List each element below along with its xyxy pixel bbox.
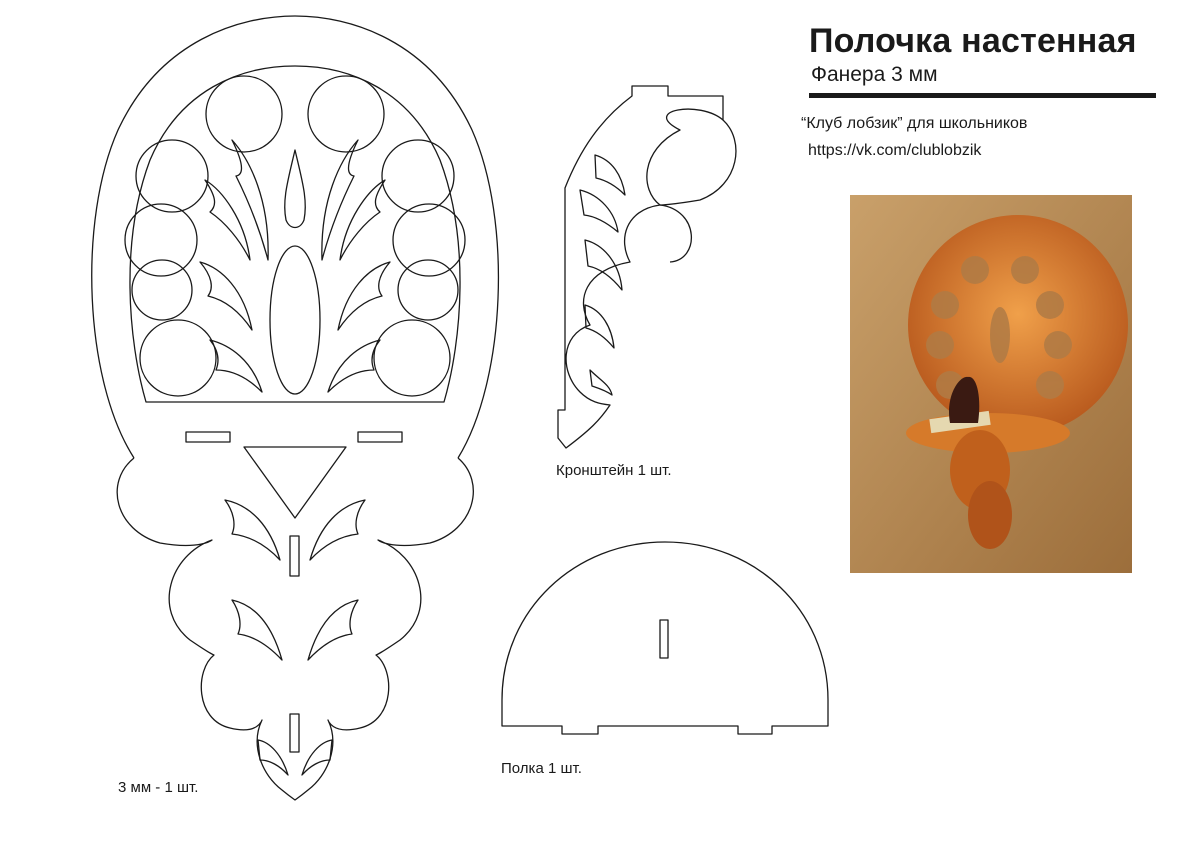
page-title: Полочка настенная xyxy=(809,22,1137,60)
shelf-photo-object xyxy=(906,215,1128,549)
material-subtitle: Фанера 3 мм xyxy=(811,63,938,86)
bracket-label: Кронштейн 1 шт. xyxy=(556,462,672,479)
bracket-part xyxy=(557,85,737,449)
club-name: “Клуб лобзик” для школьников xyxy=(801,115,1028,132)
back-panel-part xyxy=(91,15,500,801)
club-url: https://vk.com/clublobzik xyxy=(808,142,982,159)
title-underline xyxy=(809,93,1156,98)
product-photo xyxy=(850,195,1132,573)
shelf-label: Полка 1 шт. xyxy=(501,760,582,777)
shelf-part xyxy=(501,541,829,735)
back-panel-label: 3 мм - 1 шт. xyxy=(118,779,199,796)
